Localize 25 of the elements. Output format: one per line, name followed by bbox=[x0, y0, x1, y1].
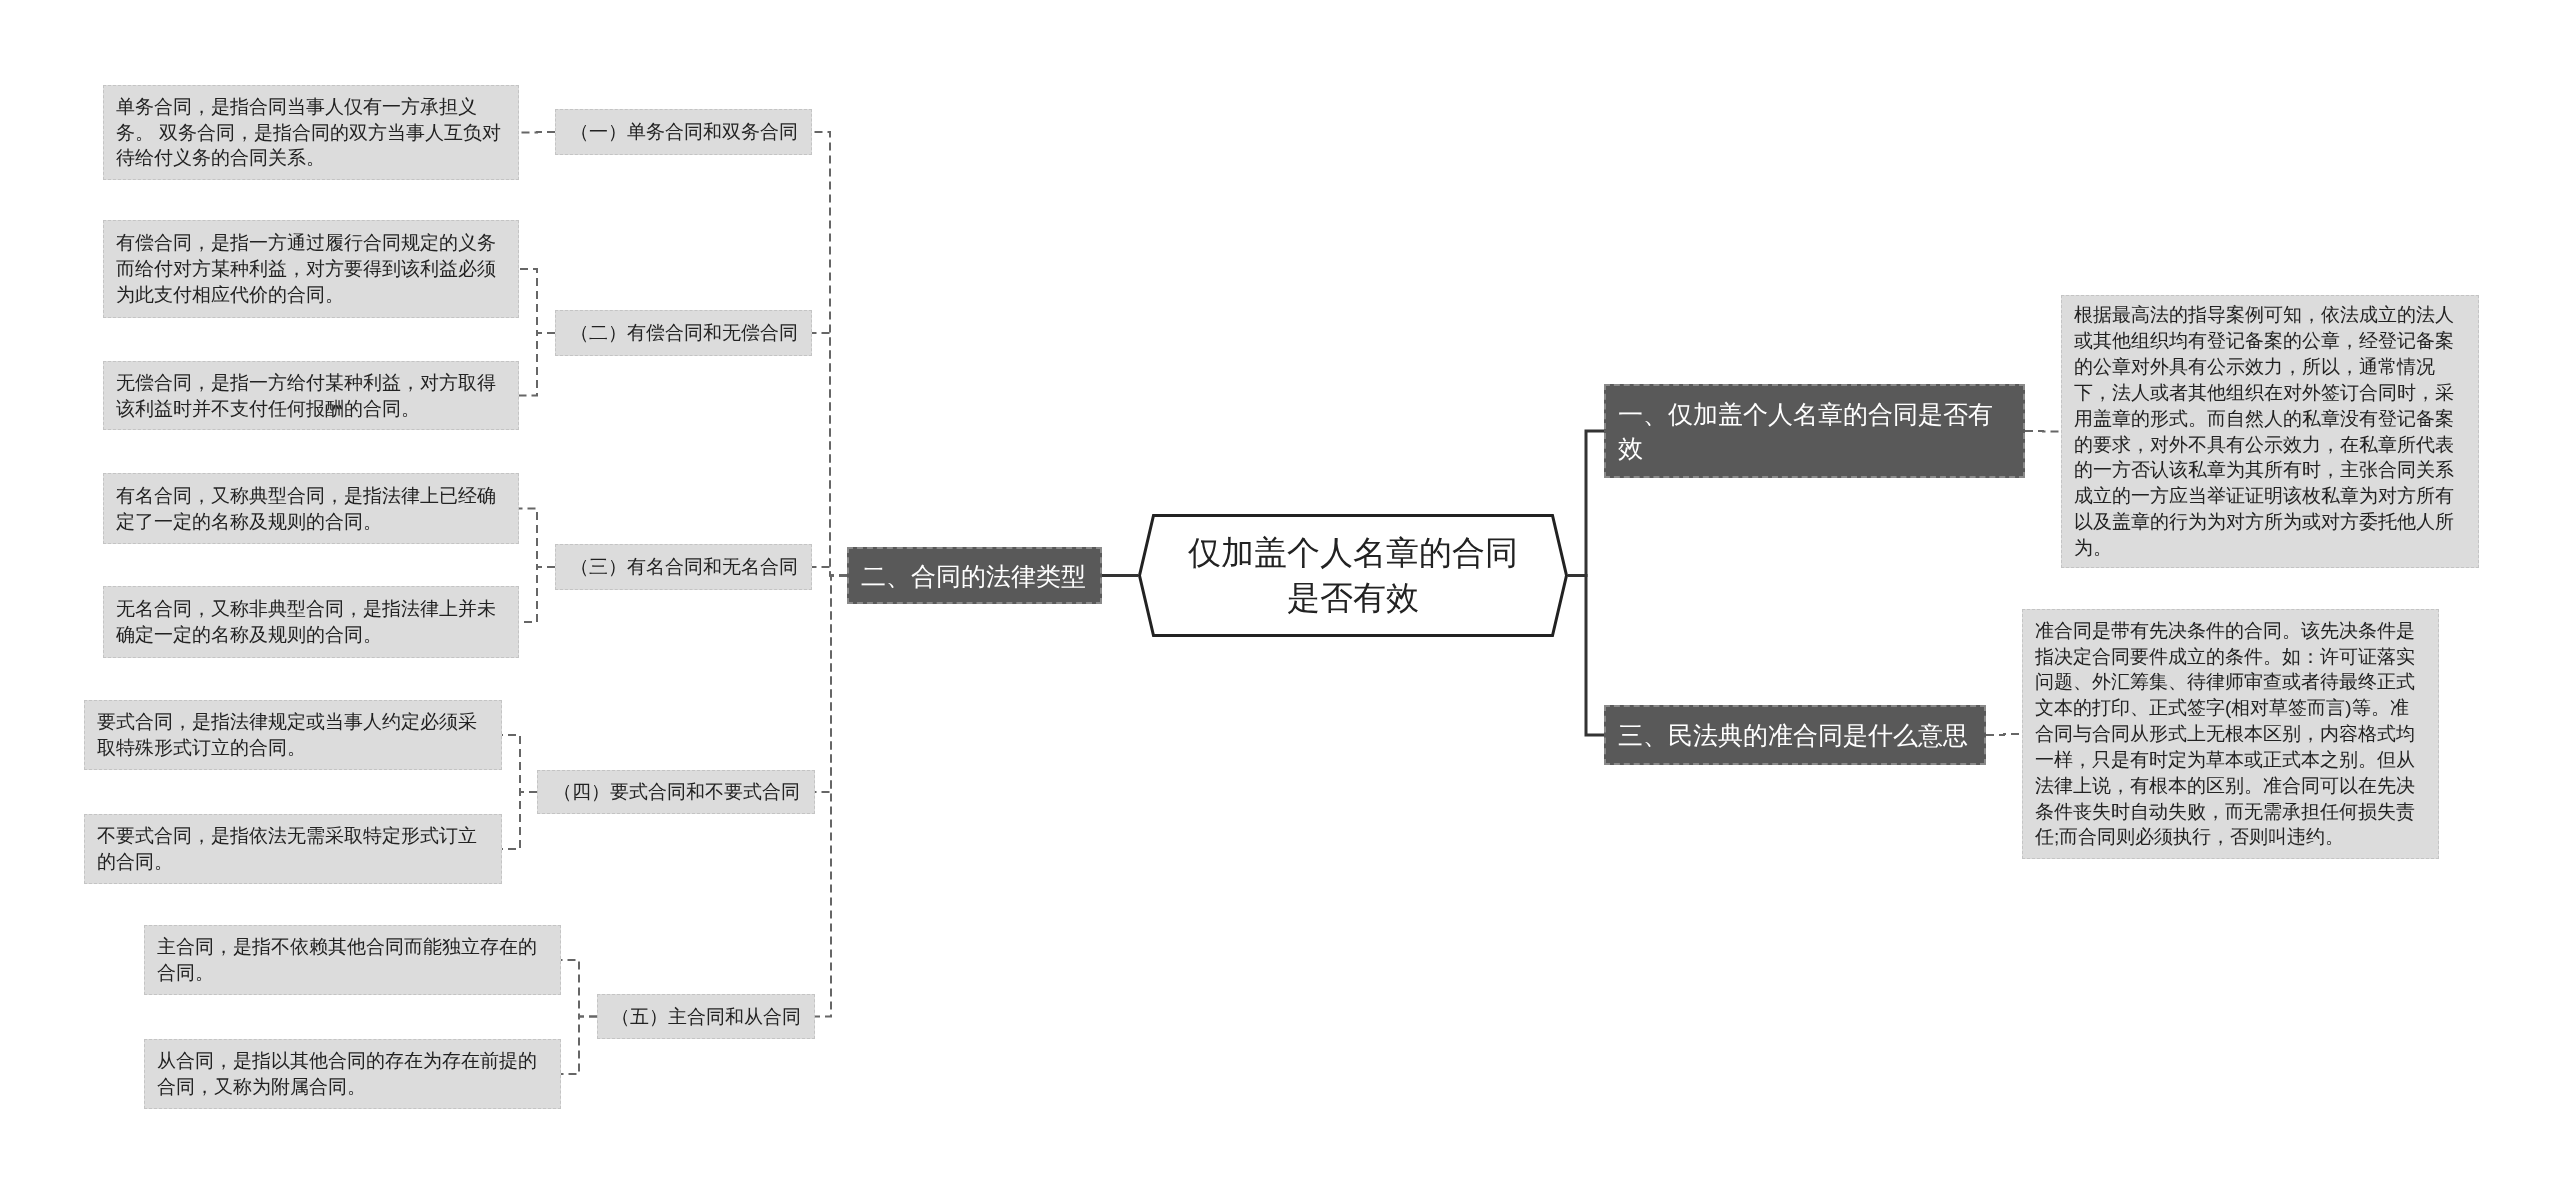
subtopic-box: （三）有名合同和无名合同 bbox=[555, 544, 812, 590]
topic-box: 一、仅加盖个人名章的合同是否有效 bbox=[1604, 384, 2025, 478]
note-box: 有偿合同，是指一方通过履行合同规定的义务而给付对方某种利益，对方要得到该利益必须为此支付相应代价的合同。 bbox=[103, 220, 519, 318]
connector-line bbox=[1568, 574, 1604, 737]
central-topic: 仅加盖个人名章的合同是否有效 bbox=[1138, 514, 1568, 637]
subtopic-box: （五）主合同和从合同 bbox=[597, 994, 815, 1039]
note-box: 单务合同，是指合同当事人仅有一方承担义务。 双务合同，是指合同的双方当事人互负对待给付义务的合同关系。 bbox=[103, 85, 519, 180]
topic-box: 二、合同的法律类型 bbox=[847, 547, 1102, 604]
note-box: 主合同，是指不依赖其他合同而能独立存在的合同。 bbox=[144, 925, 561, 995]
note-box: 无偿合同，是指一方给付某种利益，对方取得该利益时并不支付任何报酬的合同。 bbox=[103, 361, 519, 430]
note-box: 从合同，是指以其他合同的存在为存在前提的合同，又称为附属合同。 bbox=[144, 1039, 561, 1109]
note-box: 不要式合同，是指依法无需采取特定形式订立的合同。 bbox=[84, 814, 502, 884]
note-box: 有名合同，又称典型合同，是指法律上已经确定了一定的名称及规则的合同。 bbox=[103, 473, 519, 544]
connector-line bbox=[1102, 574, 1138, 577]
note-box: 准合同是带有先决条件的合同。该先决条件是指决定合同要件成立的条件。如：许可证落实问题、外汇筹集、待律师审查或者待最终正式文本的打印、正式签字(相对草签而言)等。准合同与合同从形式上无根本区别，内容格式均一样，只是有时定为草本或正式本之别。但从法律上说，有根本的区别。准合同可以在先决条件丧失时自动失败，而无需承担任何损失责任;而合同则必须执行，否则叫违约。 bbox=[2022, 609, 2439, 859]
note-box: 根据最高法的指导案例可知，依法成立的法人或其他组织均有登记备案的公章，经登记备案的公章对外具有公示效力，所以，通常情况下，法人或者其他组织在对外签订合同时，采用盖章的形式。而自然人的私章没有登记备案的要求，对外不具有公示效力，在私章所代表的一方否认该私章为其所有时，主张合同关系成立的一方应当举证证明该枚私章为对方所有以及盖章的行为为对方所为或对方委托他人所为。 bbox=[2061, 295, 2479, 568]
note-box: 要式合同，是指法律规定或当事人约定必须采取特殊形式订立的合同。 bbox=[84, 700, 502, 770]
subtopic-box: （一）单务合同和双务合同 bbox=[555, 109, 812, 155]
subtopic-box: （四）要式合同和不要式合同 bbox=[537, 770, 815, 814]
subtopic-box: （二）有偿合同和无偿合同 bbox=[555, 310, 812, 356]
note-box: 无名合同，又称非典型合同，是指法律上并未确定一定的名称及规则的合同。 bbox=[103, 586, 519, 658]
connector-line bbox=[2024, 430, 2062, 433]
topic-box: 三、民法典的准合同是什么意思 bbox=[1604, 705, 1986, 765]
connector-line bbox=[518, 332, 556, 397]
connector-line bbox=[560, 1015, 598, 1075]
